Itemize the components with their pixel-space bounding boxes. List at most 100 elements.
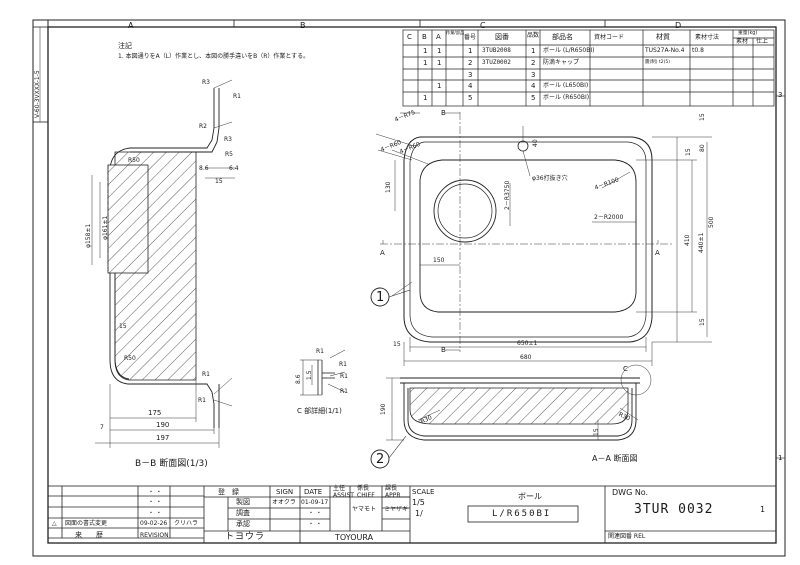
col-header-weight-finish: 仕上 bbox=[756, 38, 769, 45]
part-name: ボール bbox=[518, 492, 542, 501]
col-header-name: 部品名 bbox=[552, 33, 573, 41]
section-marker-a-right: A bbox=[655, 249, 660, 257]
dim-bb-phi158: φ158±1 bbox=[85, 223, 92, 248]
section-marker-b-bottom: B bbox=[441, 346, 446, 354]
part-model: L/R650BI bbox=[492, 509, 552, 519]
col-header-code: 資材コード bbox=[594, 34, 625, 41]
made-label: 製図 bbox=[236, 498, 250, 506]
cell-r4-qty: 4 bbox=[531, 82, 536, 90]
dim-bb-15b: 15 bbox=[119, 323, 127, 330]
made-sign: オオクラ bbox=[272, 499, 296, 506]
dim-bb-197: 197 bbox=[156, 434, 170, 442]
cell-r2-a: 1 bbox=[437, 59, 442, 67]
appr-header: 課長 APPR bbox=[385, 485, 401, 499]
dim-bb-r1: R1 bbox=[233, 93, 241, 100]
revision-label: REVISION bbox=[140, 532, 169, 539]
dim-c-r1a: R1 bbox=[316, 348, 324, 355]
notes-line-1: 1. 本図通りをA（L）作業とし、本図の勝手違いをB（R）作業とする。 bbox=[118, 53, 310, 60]
section-marker-b-top: B bbox=[441, 109, 446, 117]
section-marker-a-left: A bbox=[380, 249, 385, 257]
related-label: 関連図番 REL bbox=[608, 533, 646, 540]
assist-header: 主任 ASSIST bbox=[333, 485, 354, 499]
dim-plan-2r2000: 2－R2000 bbox=[594, 214, 624, 221]
detail-c-caption: C 部詳細(1/1) bbox=[297, 407, 342, 415]
col-header-b: B bbox=[422, 33, 427, 41]
dim-bb-r5: R5 bbox=[225, 151, 233, 158]
col-header-a: A bbox=[436, 33, 441, 41]
col-header-work: 作業/部品 bbox=[446, 30, 465, 36]
dim-plan-40: 40 bbox=[532, 139, 539, 147]
dim-plan-hole: φ36打抜き穴 bbox=[532, 175, 568, 182]
dim-plan-650: 650±1 bbox=[517, 340, 538, 347]
cell-r1-material: TUS27A-No.4 bbox=[645, 47, 685, 54]
scale-header: SCALE bbox=[412, 488, 435, 496]
approved-label: 承認 bbox=[236, 520, 250, 528]
rev-row-label: 図面の書式変更 bbox=[65, 520, 108, 527]
chief-header: 係長 CHIEF bbox=[357, 485, 375, 499]
col-header-weight: 重量(kg) bbox=[738, 30, 758, 36]
cell-r2-b: 1 bbox=[423, 59, 428, 67]
zone-row-1: 1 bbox=[778, 454, 783, 462]
dim-c-15: 1.5 bbox=[306, 370, 313, 380]
registered-label: 登 録 bbox=[218, 488, 239, 496]
dwg-no-label: DWG No. bbox=[612, 488, 649, 497]
col-header-dwg: 図番 bbox=[495, 33, 509, 41]
cell-r4-no: 4 bbox=[468, 82, 473, 90]
chief-sign: ヤマモト bbox=[352, 506, 377, 513]
dim-bb-7: 7 bbox=[100, 424, 104, 431]
cell-r1-size: t0.8 bbox=[692, 47, 704, 54]
checked-label: 調査 bbox=[236, 509, 250, 517]
dim-plan-80: 80 bbox=[699, 144, 706, 152]
col-header-c: C bbox=[407, 33, 412, 41]
cell-r5-b: 1 bbox=[423, 94, 428, 102]
zone-label-c: C bbox=[480, 21, 486, 30]
dim-plan-440: 440±1 bbox=[698, 232, 705, 253]
dim-c-r1c: R1 bbox=[340, 373, 348, 380]
dim-bb-175: 175 bbox=[148, 409, 162, 417]
cell-r2-qty: 2 bbox=[531, 59, 536, 67]
cell-r1-no: 1 bbox=[468, 47, 473, 55]
history-label: 来 歴 bbox=[75, 531, 103, 539]
dim-plan-15c: 15 bbox=[699, 318, 706, 326]
approved-date-dots: ・ ・ bbox=[308, 521, 322, 528]
cell-r5-no: 5 bbox=[468, 94, 473, 102]
cell-r2-no: 2 bbox=[468, 59, 473, 67]
checked-date-dots: ・ ・ bbox=[308, 510, 322, 517]
side-label: V-60-3VXXX-1-5 bbox=[34, 70, 41, 118]
bubble-1: 1 bbox=[376, 290, 385, 305]
dim-aa-190: 190 bbox=[380, 403, 387, 415]
bubble-2: 2 bbox=[376, 452, 385, 467]
cell-r5-name: ボール (R650BI) bbox=[543, 94, 590, 101]
appr-sign: ミヤザキ bbox=[384, 506, 409, 513]
cell-r2-name: 防滴キャップ bbox=[543, 59, 580, 66]
scale-value-2: 1/ bbox=[415, 509, 423, 518]
cell-r5-qty: 5 bbox=[531, 94, 536, 102]
cell-r1-qty: 1 bbox=[531, 47, 536, 55]
cell-r3-no: 3 bbox=[468, 71, 473, 79]
rev-dots-3: ・ ・ bbox=[148, 510, 162, 517]
dim-bb-r3: R3 bbox=[202, 79, 210, 86]
zone-label-a: A bbox=[128, 21, 134, 30]
cell-r1-name: ボール (L/R650BI) bbox=[543, 47, 595, 54]
dim-plan-410: 410 bbox=[684, 234, 691, 246]
zone-row-3: 3 bbox=[778, 91, 783, 99]
section-bb-caption: B－B 断面図(1/3) bbox=[135, 459, 208, 469]
rev-row-by: クリハラ bbox=[174, 520, 199, 527]
notes-heading: 注記 bbox=[118, 42, 132, 50]
col-header-no: 番号 bbox=[464, 34, 477, 41]
rev-dots-1: ・ ・ bbox=[148, 489, 162, 496]
dim-bb-r3b: R3 bbox=[224, 136, 232, 143]
cell-r4-a: 1 bbox=[437, 82, 442, 90]
company-en: TOYOURA bbox=[335, 533, 374, 542]
date-header: DATE bbox=[304, 488, 323, 496]
dwg-rev: 1 bbox=[760, 505, 766, 514]
dim-c-r1b: R1 bbox=[339, 361, 347, 368]
dim-bb-phi161: φ161±1 bbox=[102, 215, 109, 240]
sign-header: SIGN bbox=[276, 488, 294, 496]
dim-bb-190: 190 bbox=[156, 421, 170, 429]
cell-r1-a: 1 bbox=[437, 47, 442, 55]
dim-c-86: 8.6 bbox=[295, 374, 302, 384]
cell-r2-material: 震(制) t2(5) bbox=[645, 59, 670, 65]
